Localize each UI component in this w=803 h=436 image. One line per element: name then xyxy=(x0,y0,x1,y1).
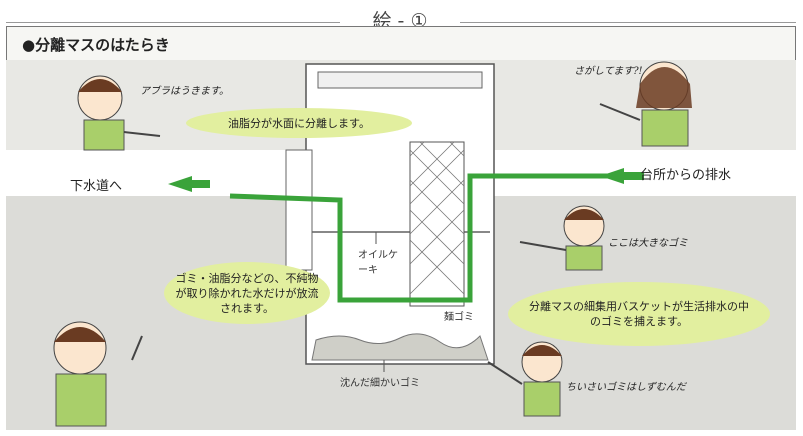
label-inflow: 台所からの排水 xyxy=(640,168,732,183)
bubble-oil-separate: 油脂分が水面に分離します。 xyxy=(186,108,412,138)
header-rule-right xyxy=(460,22,796,23)
label-oil-cake: オイルケーキ xyxy=(358,250,398,276)
bubble-clean-water: ゴミ・油脂分などの、不純物が取り除かれた水だけが放流されます。 xyxy=(164,262,330,324)
outlet-pipe xyxy=(285,149,313,271)
section-heading: ●分離マスのはたらき xyxy=(22,36,170,54)
sediment-layer xyxy=(311,333,489,361)
speech-oil-floats: アブラはうきます。 xyxy=(140,86,229,97)
flow-path xyxy=(229,173,610,303)
basket-mesh xyxy=(409,141,465,295)
label-sediment: 沈んだ細かいゴミ xyxy=(340,378,420,389)
speech-aha: さがしてます?! xyxy=(574,66,643,77)
person-bottom-left xyxy=(53,321,143,427)
person-middle-right xyxy=(519,205,605,271)
flow-arrow-in xyxy=(600,168,624,184)
label-garbage: 麺ゴミ xyxy=(444,312,474,323)
flow-arrow-left-tail xyxy=(192,180,210,188)
person-bottom-right xyxy=(487,341,563,417)
flow-arrow-in-tail xyxy=(624,172,644,180)
person-top-left xyxy=(77,75,161,151)
header-rule-left xyxy=(6,22,340,23)
flow-arrow-left xyxy=(168,176,192,192)
person-top-right xyxy=(599,61,692,147)
mesh-basket xyxy=(409,141,465,307)
bubble-basket: 分離マスの細集用バスケットが生活排水の中のゴミを捕えます。 xyxy=(508,282,770,346)
tank-lid xyxy=(317,71,483,89)
speech-small-garbage: ちいさいゴミはしずむんだ xyxy=(566,382,686,393)
speech-big-garbage: ここは大きなゴミ xyxy=(608,238,688,249)
label-outflow: 下水道へ xyxy=(70,179,123,194)
